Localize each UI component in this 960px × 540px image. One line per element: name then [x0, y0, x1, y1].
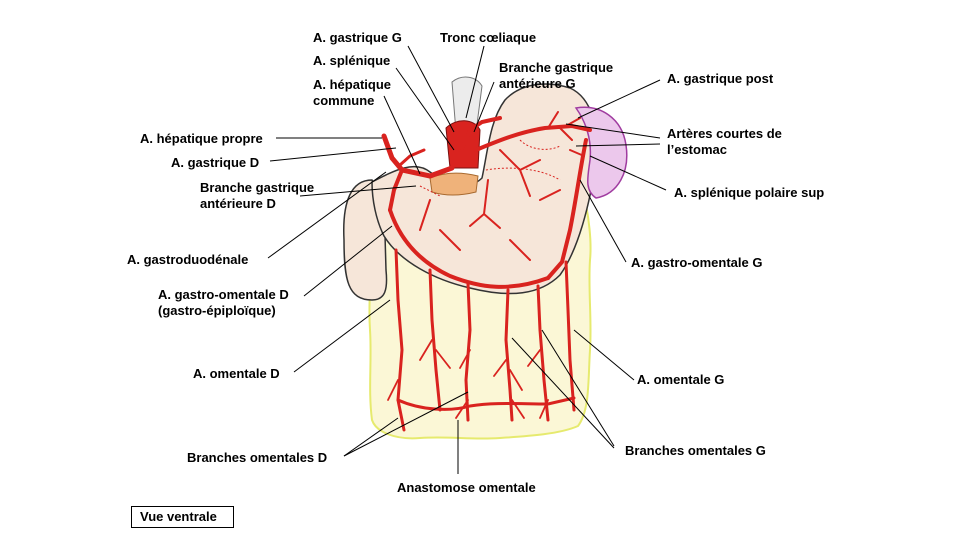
label-tronc-coeliaque: Tronc cœliaque: [440, 30, 537, 45]
label-arteres-courtes: Artères courtes de l’estomac: [667, 126, 782, 158]
label-hepatique-commune: A. hépatique commune: [313, 77, 391, 109]
splenic-artery: [474, 123, 592, 152]
label-splenique: A. splénique: [313, 53, 391, 68]
view-caption-box: Vue ventrale: [131, 506, 234, 528]
label-gastrique-g: A. gastrique G: [313, 30, 402, 45]
omental-branch-5: [536, 284, 550, 422]
label-arteres-courtes-line1: Artères courtes de: [667, 126, 782, 141]
label-branche-ant-g-line1: Branche gastrique: [499, 60, 614, 75]
label-branche-ant-d-line2: antérieure D: [200, 196, 276, 211]
label-omentale-d: A. omentale D: [193, 366, 280, 381]
label-gastrique-post: A. gastrique post: [667, 71, 774, 86]
leader-lines: [267, 45, 667, 474]
gastroduodenal-artery: [388, 168, 404, 212]
label-gastro-omentale-g: A. gastro-omentale G: [631, 255, 763, 270]
dotted-lines: [419, 139, 561, 197]
gastric-d-artery: [398, 148, 426, 167]
pancreas: [429, 172, 479, 196]
label-hepatique-commune-line2: commune: [313, 93, 375, 108]
label-gastroduodenale: A. gastroduodénale: [127, 252, 249, 267]
label-branches-omentales-g: Branches omentales G: [625, 443, 766, 458]
label-anastomose-omentale: Anastomose omentale: [397, 480, 536, 495]
gastric-branches: [419, 149, 561, 261]
right-gastroomental-artery: [388, 208, 550, 289]
label-branche-ant-d-line1: Branche gastrique: [200, 180, 315, 195]
label-gastro-omentale-d-line1: A. gastro-omentale D: [158, 287, 289, 302]
omental-branch-2: [428, 268, 442, 412]
label-hepatique-propre: A. hépatique propre: [140, 131, 263, 146]
short-gastric-arteries: [547, 111, 585, 157]
left-gastroomental-artery: [546, 138, 588, 280]
omental-anastomosis: [396, 396, 576, 411]
view-caption: Vue ventrale: [140, 509, 217, 524]
label-omentale-g: A. omentale G: [637, 372, 725, 387]
arteries: [381, 111, 592, 432]
label-hepatique-commune-line1: A. hépatique: [313, 77, 392, 92]
omental-branch-g: [564, 260, 576, 412]
label-gastrique-d: A. gastrique D: [171, 155, 260, 170]
label-gastro-omentale-d: A. gastro-omentale D (gastro-épiploïque): [158, 287, 289, 319]
label-arteres-courtes-line2: l’estomac: [667, 142, 727, 157]
label-branche-ant-g: Branche gastrique antérieure G: [499, 60, 613, 92]
label-branche-ant-g-line2: antérieure G: [499, 76, 576, 91]
label-splenique-polaire: A. splénique polaire sup: [674, 185, 825, 200]
omental-branch-d: [394, 248, 406, 432]
label-branches-omentales-d: Branches omentales D: [187, 450, 328, 465]
label-gastro-omentale-d-line2: (gastro-épiploïque): [158, 303, 276, 318]
label-branche-ant-d: Branche gastrique antérieure D: [200, 180, 314, 212]
